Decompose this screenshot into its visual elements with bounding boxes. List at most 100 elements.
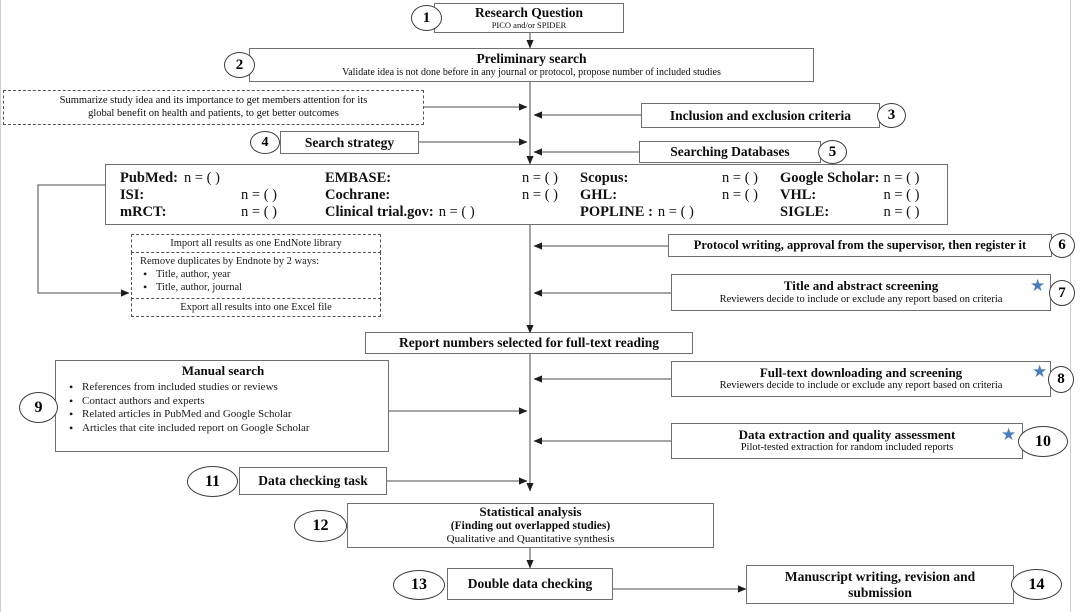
step-marker-9: 9 [19, 392, 58, 423]
data-extraction-title: Data extraction and quality assessment [738, 426, 956, 442]
step-number-3: 3 [887, 107, 896, 123]
search-strategy-title: Search strategy [304, 134, 395, 150]
preliminary-search-title: Preliminary search [476, 51, 587, 67]
step-number-9: 9 [34, 398, 43, 416]
step-number-4: 4 [261, 134, 269, 150]
step-marker-11: 11 [187, 466, 238, 497]
node-statistical-analysis[interactable]: Statistical analysis (Finding out overla… [347, 503, 714, 548]
endnote-import-segment: Import all results as one EndNote librar… [131, 234, 381, 253]
node-preliminary-search[interactable]: Preliminary search Validate idea is not … [249, 48, 814, 82]
db-cell-popline: POPLINE : n = ( ) [580, 204, 694, 220]
protocol-writing-title: Protocol writing, approval from the supe… [693, 238, 1027, 253]
databases-grid: PubMed: n = ( ) EMBASE: n = ( ) Scopus: … [106, 165, 947, 224]
step-marker-6: 6 [1049, 233, 1075, 258]
priority-star-icon: ★ [1032, 362, 1048, 381]
step-marker-10: 10 [1018, 426, 1068, 457]
step-number-5: 5 [828, 143, 837, 160]
step-marker-5: 5 [818, 140, 847, 164]
endnote-export-text: Export all results into one Excel file [180, 302, 332, 314]
list-item: Articles that cite included report on Go… [66, 421, 380, 436]
db-cell-pubmed: PubMed: n = ( ) [120, 170, 220, 186]
node-summarize-idea[interactable]: Summarize study idea and its importance … [3, 90, 424, 125]
db-cell-sigle: SIGLE: n = ( ) [780, 204, 920, 220]
step-marker-3: 3 [877, 103, 906, 128]
searching-databases-title: Searching Databases [670, 144, 790, 160]
step-number-7: 7 [1058, 284, 1066, 301]
step-number-14: 14 [1028, 575, 1045, 593]
step-marker-7: 7 [1049, 280, 1075, 306]
db-cell-google-scholar: Google Scholar: n = ( ) [780, 170, 920, 186]
page-border-right [1070, 0, 1072, 612]
step-number-12: 12 [312, 517, 329, 534]
step-marker-1: 1 [411, 5, 442, 31]
fulltext-screening-title: Full-text downloading and screening [759, 364, 963, 380]
step-number-6: 6 [1058, 237, 1066, 253]
double-data-checking-title: Double data checking [467, 576, 593, 592]
node-data-checking-task[interactable]: Data checking task [239, 467, 387, 495]
db-cell-cochrane: Cochrane: n = ( ) [325, 187, 558, 203]
preliminary-search-subtitle: Validate idea is not done before in any … [342, 67, 721, 78]
node-manual-search[interactable]: Manual search References from included s… [55, 360, 389, 452]
db-cell-vhl: VHL: n = ( ) [780, 187, 920, 203]
endnote-export-segment: Export all results into one Excel file [131, 298, 381, 318]
list-item: References from included studies or revi… [66, 380, 380, 395]
step-marker-12: 12 [294, 510, 347, 542]
title-abstract-screening-subtitle: Reviewers decide to include or exclude a… [719, 293, 1003, 305]
summarize-idea-line-1: Summarize study idea and its importance … [59, 95, 368, 107]
statistical-analysis-title: Statistical analysis [479, 504, 582, 520]
node-report-numbers-selected[interactable]: Report numbers selected for full-text re… [365, 332, 693, 354]
list-item: Title, author, year [140, 267, 374, 282]
step-number-2: 2 [235, 56, 244, 73]
step-number-8: 8 [1057, 371, 1065, 387]
node-double-data-checking[interactable]: Double data checking [447, 568, 613, 600]
node-title-abstract-screening[interactable]: Title and abstract screening Reviewers d… [671, 274, 1051, 311]
research-question-subtitle: PICO and/or SPIDER [491, 19, 567, 30]
db-cell-scopus: Scopus: n = ( ) [580, 170, 758, 186]
node-protocol-writing[interactable]: Protocol writing, approval from the supe… [668, 234, 1052, 257]
inclusion-exclusion-title: Inclusion and exclusion criteria [669, 107, 852, 123]
node-manuscript-writing[interactable]: Manuscript writing, revision and submiss… [746, 565, 1014, 604]
node-search-strategy[interactable]: Search strategy [280, 131, 419, 154]
node-fulltext-screening[interactable]: Full-text downloading and screening Revi… [671, 361, 1051, 397]
list-item: Related articles in PubMed and Google Sc… [66, 407, 380, 422]
endnote-import-text: Import all results as one EndNote librar… [170, 238, 342, 249]
endnote-remove-bullet-list: Title, author, year Title, author, journ… [140, 267, 374, 295]
db-cell-ghl: GHL: n = ( ) [580, 187, 758, 203]
db-cell-isi: ISI: n = ( ) [120, 187, 277, 203]
list-item: Title, author, journal [140, 280, 374, 295]
research-question-title: Research Question [474, 5, 584, 21]
step-number-10: 10 [1035, 432, 1051, 450]
fulltext-screening-subtitle: Reviewers decide to include or exclude a… [719, 380, 1003, 392]
step-number-11: 11 [204, 472, 221, 490]
list-item: Contact authors and experts [66, 394, 380, 409]
node-inclusion-exclusion-criteria[interactable]: Inclusion and exclusion criteria [641, 103, 880, 128]
node-searching-databases[interactable]: Searching Databases [639, 141, 821, 163]
step-marker-13: 13 [393, 570, 445, 600]
summarize-idea-line-2: global benefit on health and patients, t… [88, 107, 339, 119]
node-endnote-steps[interactable]: Import all results as one EndNote librar… [131, 234, 381, 320]
statistical-analysis-subtitle-1: (Finding out overlapped studies) [450, 520, 611, 533]
title-abstract-screening-title: Title and abstract screening [783, 278, 939, 293]
priority-star-icon: ★ [1001, 425, 1017, 444]
manual-search-title: Manual search [181, 363, 265, 378]
step-marker-2: 2 [224, 52, 255, 78]
data-checking-task-title: Data checking task [258, 473, 368, 489]
node-databases-counts[interactable]: PubMed: n = ( ) EMBASE: n = ( ) Scopus: … [105, 164, 948, 225]
data-extraction-subtitle: Pilot-tested extraction for random inclu… [740, 442, 954, 454]
endnote-remove-header: Remove duplicates by Endnote by 2 ways: [140, 255, 320, 267]
db-cell-clinical-trial-gov: Clinical trial.gov: n = ( ) [325, 204, 475, 220]
step-number-13: 13 [411, 576, 427, 593]
report-numbers-title: Report numbers selected for full-text re… [398, 335, 660, 351]
step-marker-4: 4 [250, 131, 280, 154]
node-data-extraction[interactable]: Data extraction and quality assessment P… [671, 423, 1023, 459]
manual-search-bullet-list: References from included studies or revi… [66, 380, 380, 436]
step-number-1: 1 [422, 9, 431, 26]
statistical-analysis-subtitle-2: Qualitative and Quantitative synthesis [446, 533, 615, 546]
priority-star-icon: ★ [1030, 276, 1046, 295]
manuscript-writing-title: Manuscript writing, revision and submiss… [784, 568, 976, 600]
db-cell-mrct: mRCT: n = ( ) [120, 204, 277, 220]
node-research-question[interactable]: Research Question PICO and/or SPIDER [434, 3, 624, 33]
db-cell-embase: EMBASE: n = ( ) [325, 170, 558, 186]
endnote-remove-segment: Remove duplicates by Endnote by 2 ways: … [131, 251, 381, 300]
